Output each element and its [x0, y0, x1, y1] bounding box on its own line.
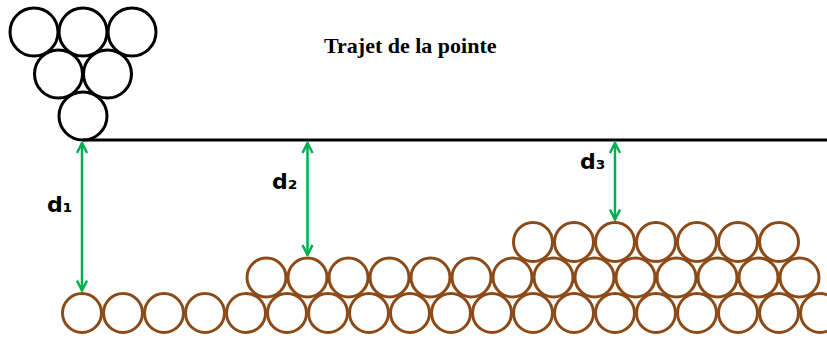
surface-atom [780, 258, 819, 297]
surface-atom [698, 258, 737, 297]
tip-path-line [83, 139, 827, 142]
surface-atom [760, 294, 799, 333]
surface-atom [104, 294, 143, 333]
surface-atom [739, 258, 778, 297]
tip-atom [10, 8, 58, 56]
surface-atom [596, 223, 635, 262]
distance-label: d₃ [580, 151, 605, 173]
surface-atom [534, 258, 573, 297]
surface-atom [637, 294, 676, 333]
surface-atom [514, 294, 553, 333]
tip-atom [59, 8, 107, 56]
surface-atom [657, 258, 696, 297]
distance-label: d₁ [47, 194, 72, 216]
tip-atom [84, 50, 132, 98]
tip-atom [59, 92, 107, 140]
surface-atom [719, 223, 758, 262]
surface-atom [432, 294, 471, 333]
figure-title: Trajet de la pointe [324, 35, 497, 57]
surface-atom [309, 294, 348, 333]
surface-atom [288, 258, 327, 297]
surface-atom [575, 258, 614, 297]
surface-atom [350, 294, 389, 333]
surface-atom [760, 223, 799, 262]
surface-atom [411, 258, 450, 297]
surface-atom [555, 294, 594, 333]
surface-atom [63, 294, 102, 333]
surface-atom [616, 258, 655, 297]
distance-label: d₂ [272, 171, 297, 193]
surface-atom [329, 258, 368, 297]
surface-atoms [63, 223, 827, 333]
surface-atom [637, 223, 676, 262]
surface-atom [452, 258, 491, 297]
surface-atom [186, 294, 225, 333]
surface-atom [268, 294, 307, 333]
tip-atom [35, 50, 83, 98]
surface-atom [801, 294, 827, 333]
surface-atom [391, 294, 430, 333]
distance-arrow [306, 143, 309, 255]
distance-arrow [81, 143, 84, 291]
surface-atom [678, 223, 717, 262]
surface-atom [493, 258, 532, 297]
surface-atom [514, 223, 553, 262]
surface-atom [227, 294, 266, 333]
tip-atoms [10, 8, 156, 140]
surface-atom [596, 294, 635, 333]
surface-atom [473, 294, 512, 333]
surface-atom [678, 294, 717, 333]
tip-atom [108, 8, 156, 56]
surface-atom [370, 258, 409, 297]
surface-atom [719, 294, 758, 333]
surface-atom [247, 258, 286, 297]
distance-arrow [614, 143, 617, 220]
surface-atom [555, 223, 594, 262]
surface-atom [145, 294, 184, 333]
distance-arrows [82, 143, 615, 291]
